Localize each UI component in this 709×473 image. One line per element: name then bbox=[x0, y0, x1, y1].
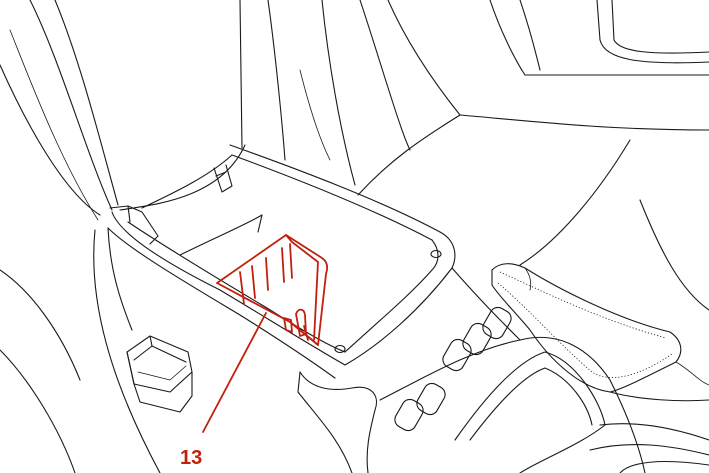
center-console bbox=[107, 144, 456, 379]
right-seat bbox=[239, 0, 709, 311]
storage-insert-part bbox=[202, 234, 329, 433]
left-seat bbox=[0, 0, 246, 473]
seatbelt-buckle bbox=[126, 335, 193, 413]
handbrake-lever bbox=[491, 263, 709, 402]
callout-leader-line bbox=[202, 312, 267, 433]
lower-console bbox=[297, 267, 709, 473]
callout-label-13: 13 bbox=[180, 447, 202, 469]
